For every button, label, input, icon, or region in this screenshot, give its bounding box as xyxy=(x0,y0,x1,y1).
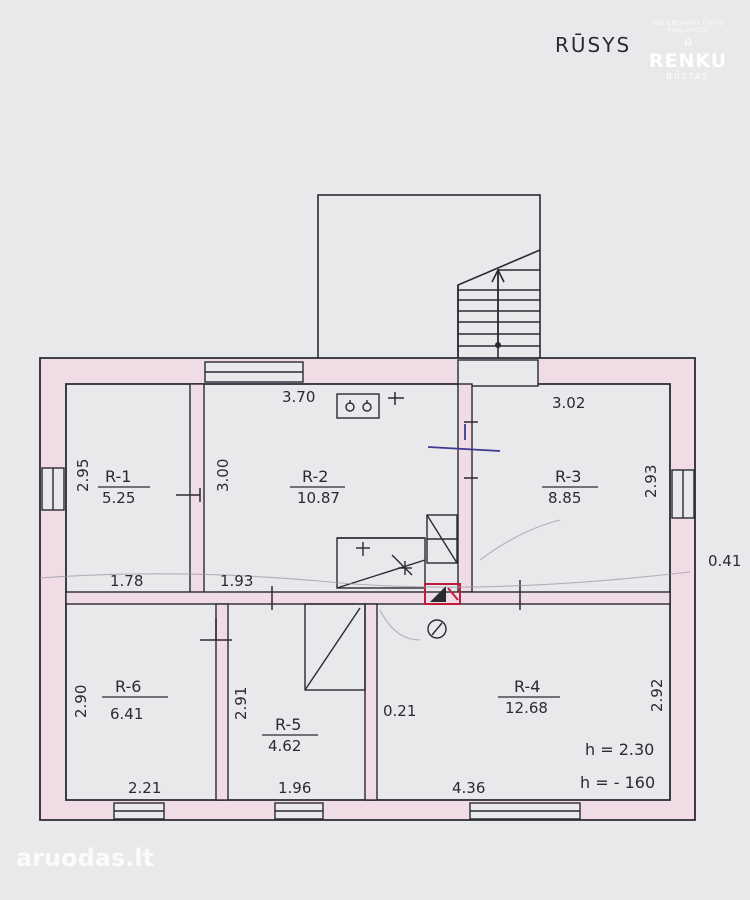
dim-r4-inner: 0.21 xyxy=(383,702,416,720)
stove-icon xyxy=(336,393,380,419)
room-area-r3: 8.85 xyxy=(548,489,581,507)
room-id-r3: R-3 xyxy=(555,467,581,486)
height-note-1: h = 2.30 xyxy=(585,740,654,759)
r5-void xyxy=(304,603,366,691)
label-underlines xyxy=(98,486,598,736)
plan-title: RŪSYS xyxy=(555,33,631,57)
renku-logo: NEKILNOJAMO TURTO PASLAUGOS ⌂ RENKU BŪST… xyxy=(640,20,736,81)
logo-name: RENKU xyxy=(648,50,728,72)
interior-walls xyxy=(65,383,671,801)
room-area-r4: 12.68 xyxy=(505,699,548,717)
room-id-r1: R-1 xyxy=(105,467,131,486)
boiler-icon xyxy=(427,619,447,639)
dim-r5-height: 2.91 xyxy=(232,687,250,720)
stair-dot xyxy=(495,342,501,348)
dim-r2-height: 3.00 xyxy=(214,459,232,492)
chimney-block xyxy=(336,514,458,589)
house-icon: ⌂ xyxy=(684,34,692,48)
dim-r4-width: 4.36 xyxy=(452,779,485,797)
dim-r2-lower-width: 1.93 xyxy=(220,572,253,590)
dim-r3-height: 2.93 xyxy=(642,465,660,498)
dim-r1-height: 2.95 xyxy=(74,459,92,492)
room-area-r5: 4.62 xyxy=(268,737,301,755)
pencil-scribble xyxy=(39,519,691,641)
stamp-mark xyxy=(424,583,461,605)
room-id-r6: R-6 xyxy=(115,677,141,696)
windows xyxy=(41,361,695,820)
dim-r6-height: 2.90 xyxy=(72,685,90,718)
dim-side-note: 0.41 xyxy=(708,552,741,570)
room-area-r1: 5.25 xyxy=(102,489,135,507)
aruodas-watermark: aruodas.lt xyxy=(16,844,155,872)
room-id-r5: R-5 xyxy=(275,715,301,734)
dim-r3-width: 3.02 xyxy=(552,394,585,412)
room-id-r2: R-2 xyxy=(302,467,328,486)
door-marks xyxy=(176,392,521,641)
dim-r5-width: 1.96 xyxy=(278,779,311,797)
room-id-r4: R-4 xyxy=(514,677,540,696)
blue-pen-marks xyxy=(427,424,501,452)
height-note-2: h = - 160 xyxy=(580,773,655,792)
dim-r2-width: 3.70 xyxy=(282,388,315,406)
logo-ring-text: NEKILNOJAMO TURTO PASLAUGOS xyxy=(651,20,725,34)
logo-sub: BŪSTAS xyxy=(666,72,710,81)
room-area-r2: 10.87 xyxy=(297,489,340,507)
dim-r1-width: 1.78 xyxy=(110,572,143,590)
room-area-r6: 6.41 xyxy=(110,705,143,723)
dim-r6-width: 2.21 xyxy=(128,779,161,797)
dim-r4-height: 2.92 xyxy=(648,679,666,712)
